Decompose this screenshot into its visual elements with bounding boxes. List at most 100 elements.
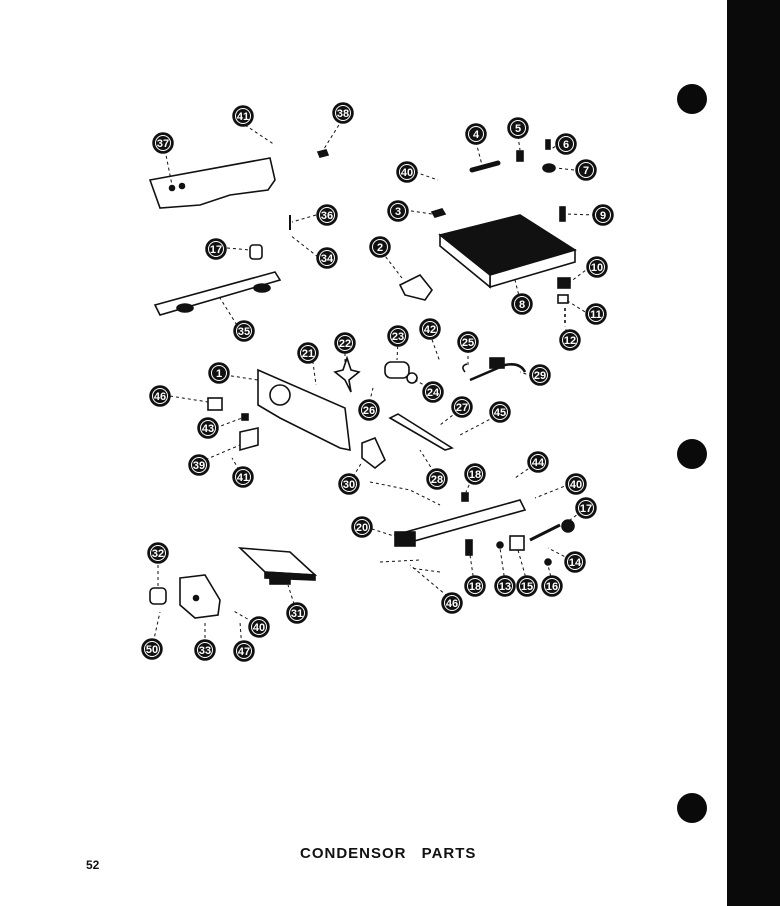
callout-ring bbox=[444, 595, 460, 611]
callout-label: 12 bbox=[564, 335, 576, 347]
callout-31: 31 bbox=[286, 602, 308, 624]
callout-5: 5 bbox=[507, 117, 529, 139]
callout-ring bbox=[460, 334, 476, 350]
callout-8: 8 bbox=[511, 293, 533, 315]
callout-21: 21 bbox=[297, 342, 319, 364]
callout-label: 29 bbox=[534, 370, 546, 382]
callout-33: 33 bbox=[194, 639, 216, 661]
callout-28: 28 bbox=[426, 468, 448, 490]
callout-18: 18 bbox=[464, 463, 486, 485]
callout-24: 24 bbox=[422, 381, 444, 403]
callout-ring bbox=[236, 323, 252, 339]
callout-ring bbox=[568, 476, 584, 492]
callout-46: 46 bbox=[441, 592, 463, 614]
callout-label: 14 bbox=[569, 557, 582, 569]
callout-ring bbox=[144, 641, 160, 657]
callout-label: 47 bbox=[238, 646, 250, 658]
callout-label: 18 bbox=[469, 469, 481, 481]
callout-label: 31 bbox=[291, 608, 303, 620]
part-15-block bbox=[509, 535, 525, 551]
callout-17: 17 bbox=[575, 497, 597, 519]
part-37-bracket bbox=[148, 157, 276, 209]
callout-20: 20 bbox=[351, 516, 373, 538]
callout-ring bbox=[468, 126, 484, 142]
callout-ring bbox=[390, 203, 406, 219]
callout-label: 26 bbox=[363, 405, 375, 417]
callout-ring bbox=[335, 105, 351, 121]
callout-ring bbox=[422, 321, 438, 337]
part-10-grommet bbox=[557, 277, 571, 289]
callout-label: 10 bbox=[591, 262, 603, 274]
callout-label: 9 bbox=[600, 210, 606, 222]
callout-label: 5 bbox=[515, 123, 521, 135]
callout-label: 18 bbox=[469, 581, 481, 593]
callout-ring bbox=[390, 328, 406, 344]
callout-label: 41 bbox=[237, 111, 249, 123]
callout-label: 42 bbox=[424, 324, 436, 336]
callout-label: 33 bbox=[199, 645, 211, 657]
callout-label: 46 bbox=[154, 391, 166, 403]
callout-ring bbox=[588, 306, 604, 322]
part-2-bracket bbox=[398, 273, 433, 301]
callout-label: 7 bbox=[583, 165, 589, 177]
callout-ring bbox=[155, 135, 171, 151]
callout-label: 17 bbox=[210, 244, 222, 256]
callout-label: 28 bbox=[431, 474, 443, 486]
callout-label: 40 bbox=[401, 167, 413, 179]
part-11-spacer bbox=[557, 294, 569, 304]
callout-9: 9 bbox=[592, 204, 614, 226]
part-4-rod bbox=[469, 160, 501, 173]
callout-label: 39 bbox=[193, 460, 205, 472]
part-32-cylinder bbox=[149, 587, 167, 605]
callout-ring bbox=[562, 332, 578, 348]
part-7-grommet bbox=[542, 163, 556, 173]
callout-7: 7 bbox=[575, 159, 597, 181]
leader-lines bbox=[151, 119, 596, 651]
part-6-screw bbox=[545, 139, 551, 150]
callout-ring bbox=[319, 250, 335, 266]
callout-ring bbox=[467, 466, 483, 482]
callout-label: 1 bbox=[216, 368, 222, 380]
callout-ring bbox=[595, 207, 611, 223]
callout-label: 25 bbox=[462, 337, 474, 349]
callout-label: 27 bbox=[456, 402, 468, 414]
callout-40: 40 bbox=[248, 616, 270, 638]
part-drawings bbox=[148, 139, 577, 619]
callout-17: 17 bbox=[205, 238, 227, 260]
callout-ring bbox=[211, 365, 227, 381]
page-number: 52 bbox=[86, 858, 100, 872]
callout-ring bbox=[337, 335, 353, 351]
callout-29: 29 bbox=[529, 364, 551, 386]
callout-ring bbox=[200, 420, 216, 436]
callout-ring bbox=[519, 578, 535, 594]
callout-15: 15 bbox=[516, 575, 538, 597]
callout-ring bbox=[558, 136, 574, 152]
callout-25: 25 bbox=[457, 331, 479, 353]
callout-ring bbox=[235, 108, 251, 124]
callout-ring bbox=[514, 296, 530, 312]
callout-label: 36 bbox=[321, 210, 333, 222]
callout-label: 30 bbox=[343, 479, 355, 491]
callout-label: 23 bbox=[392, 331, 404, 343]
callout-38: 38 bbox=[332, 102, 354, 124]
callout-34: 34 bbox=[316, 247, 338, 269]
callout-ring bbox=[510, 120, 526, 136]
part-8-condenser bbox=[438, 214, 577, 289]
part-30-bracket bbox=[361, 436, 386, 470]
part-23-motor bbox=[384, 361, 410, 379]
part-22-fan-blade bbox=[333, 355, 361, 393]
callout-label: 45 bbox=[494, 407, 506, 419]
callout-ring bbox=[208, 241, 224, 257]
callout-32: 32 bbox=[147, 542, 169, 564]
part-17-bushing bbox=[249, 244, 263, 260]
callout-ring bbox=[236, 643, 252, 659]
callout-label: 16 bbox=[546, 581, 558, 593]
callout-label: 15 bbox=[521, 581, 533, 593]
callout-ring bbox=[289, 605, 305, 621]
callout-label: 6 bbox=[563, 139, 569, 151]
callout-label: 37 bbox=[157, 138, 169, 150]
callout-label: 40 bbox=[570, 479, 582, 491]
callout-ring bbox=[197, 642, 213, 658]
callout-ring bbox=[467, 578, 483, 594]
